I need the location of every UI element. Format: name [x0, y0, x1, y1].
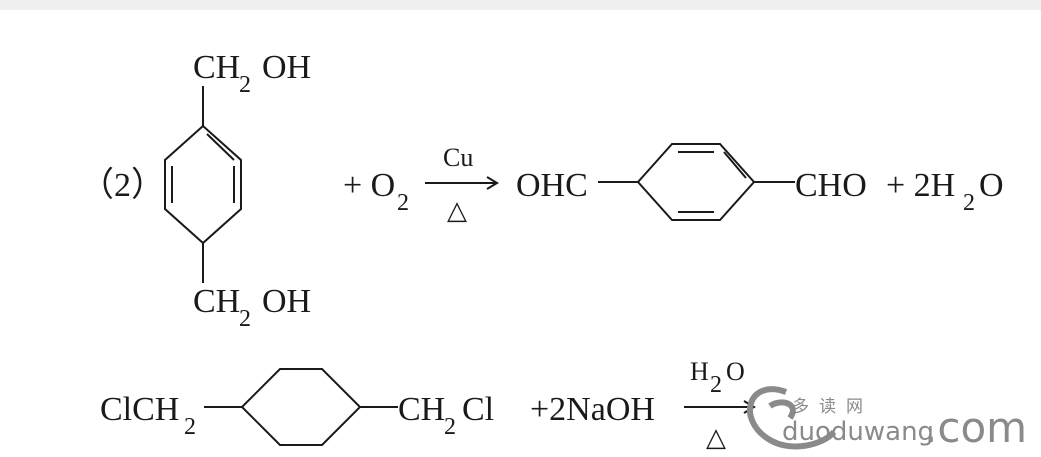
- product-left-group: OHC: [516, 167, 588, 204]
- r2-cond-tail: O: [726, 357, 745, 386]
- substituent-bottom-main: CH: [193, 283, 240, 320]
- substituent-top-sub: 2: [239, 72, 251, 98]
- watermark-chinese: 多读网: [792, 397, 873, 417]
- substituent-bottom-tail: OH: [262, 283, 311, 320]
- r2-left-group-main: ClCH: [100, 391, 179, 428]
- watermark-tld: .com: [924, 403, 1027, 452]
- reaction-arrow-1: [425, 176, 499, 190]
- r2-left-group-sub: 2: [184, 414, 196, 440]
- heat-symbol-1: △: [447, 196, 467, 225]
- substituent-top-main: CH: [193, 49, 240, 86]
- r2-right-group-sub: 2: [444, 414, 456, 440]
- r2-cond-main: H: [690, 357, 709, 386]
- item-label: （2）: [80, 166, 165, 204]
- top-border-strip: [0, 0, 1041, 10]
- heat-symbol-2: △: [706, 423, 726, 452]
- plus-water-sub: 2: [963, 190, 975, 216]
- r2-reagent: +2NaOH: [530, 391, 655, 428]
- watermark: 多读网 duoduwang .com: [747, 386, 1027, 452]
- benzene-ring-2: [636, 143, 756, 221]
- r2-right-group-main: CH: [398, 391, 445, 428]
- substituent-top-tail: OH: [262, 49, 311, 86]
- r2-right-group-tail: Cl: [462, 391, 494, 428]
- catalyst-label: Cu: [443, 143, 473, 172]
- plus-o2-sub: 2: [397, 190, 409, 216]
- plus-water-tail: O: [979, 167, 1004, 204]
- plus-o2-main: + O: [343, 167, 395, 204]
- ring-3: [240, 368, 362, 446]
- watermark-domain: duoduwang: [782, 417, 934, 447]
- reaction-arrow-2: [684, 400, 756, 414]
- r2-cond-sub: 2: [710, 372, 722, 398]
- watermark-logo-icon: [747, 386, 837, 450]
- product-right-group: CHO: [795, 167, 867, 204]
- plus-water-main: + 2H: [886, 167, 955, 204]
- substituent-bottom-sub: 2: [239, 306, 251, 332]
- benzene-ring-1: [164, 124, 242, 245]
